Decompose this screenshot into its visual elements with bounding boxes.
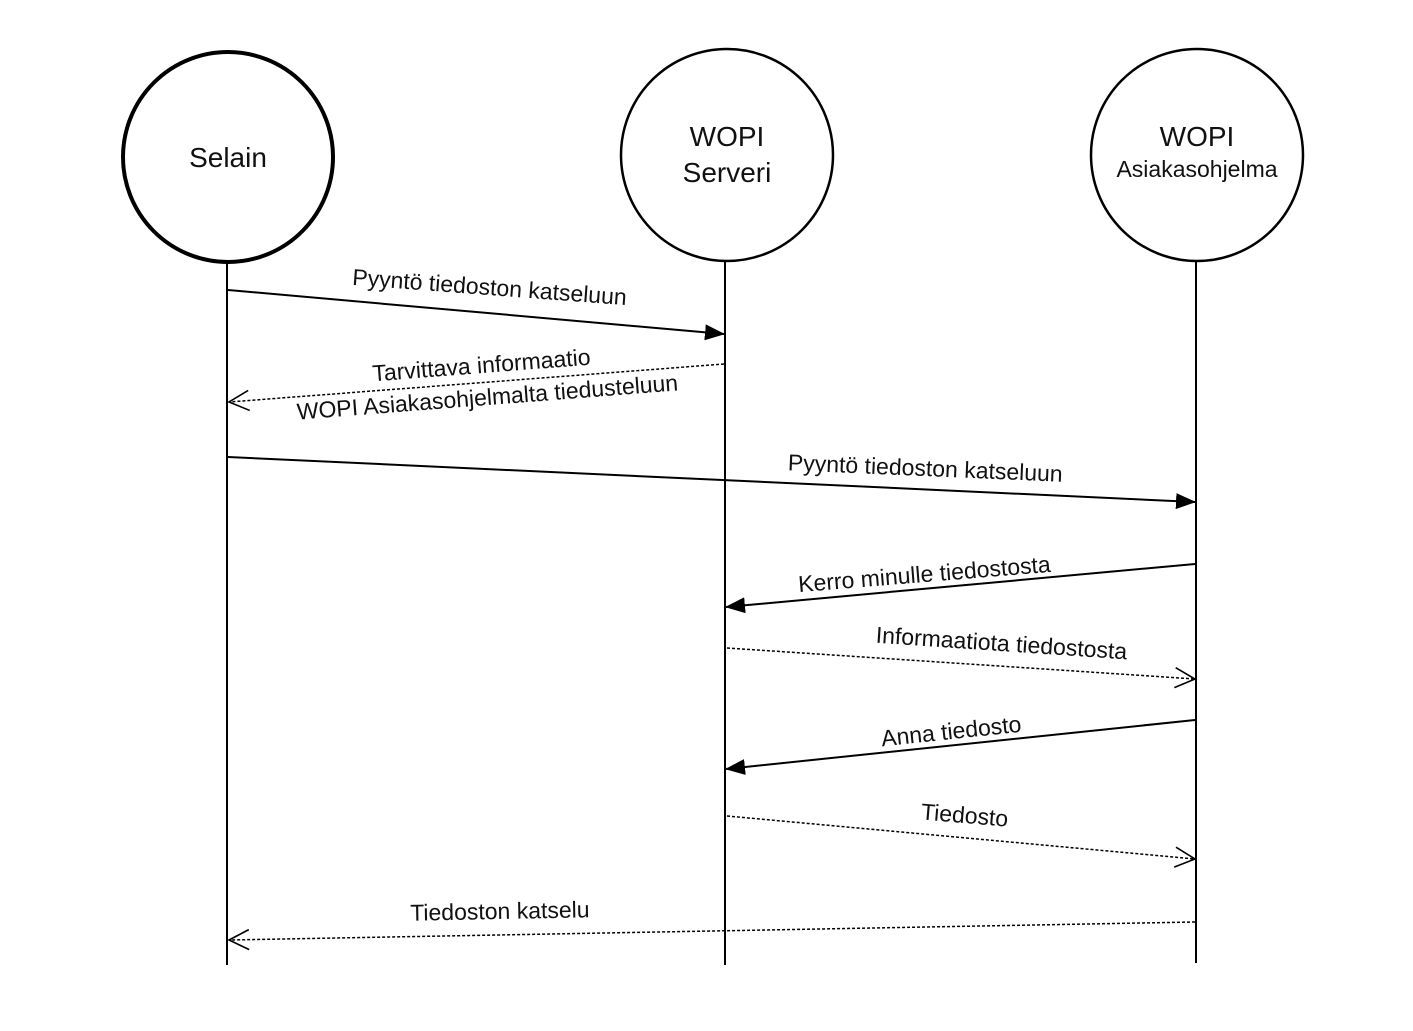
message-label-m3: Pyyntö tiedoston katseluun: [787, 449, 1063, 486]
message-arrow-m8: [227, 921, 1196, 951]
participant-circle-wopi-serveri: [619, 47, 835, 263]
participant-label-wopi-serveri-line1: WOPI: [690, 121, 765, 152]
message-label-m2-line2: WOPI Asiakasohjelmalta tiedusteluun: [296, 369, 679, 424]
message-m7: Tiedosto: [726, 798, 1197, 868]
message-m4: Kerro minulle tiedostosta: [725, 551, 1196, 614]
message-label-m8: Tiedoston katselu: [410, 896, 590, 925]
message-arrow-m5: [726, 647, 1197, 689]
participant-wopi-serveri: WOPI Serveri: [619, 47, 835, 965]
message-m8: Tiedoston katselu: [227, 896, 1196, 951]
participant-label-selain: Selain: [189, 142, 267, 173]
message-m5: Informaatiota tiedostosta: [726, 622, 1197, 689]
message-label-m1: Pyyntö tiedoston katseluun: [352, 264, 628, 310]
participant-label-wopi-serveri-line2: Serveri: [683, 157, 772, 188]
participant-wopi-asiakasohjelma: WOPI Asiakasohjelma: [1089, 47, 1305, 963]
message-arrow-m7: [726, 815, 1197, 868]
message-arrow-m3: [227, 456, 1196, 510]
message-label-m7: Tiedosto: [920, 798, 1009, 831]
message-label-m4: Kerro minulle tiedostosta: [797, 551, 1052, 597]
participant-label-wopi-asiakasohjelma-line2: Asiakasohjelma: [1116, 156, 1277, 182]
message-label-m5: Informaatiota tiedostosta: [875, 622, 1128, 665]
message-arrow-m1: [227, 289, 725, 341]
message-arrow-m4: [725, 563, 1196, 614]
message-m6: Anna tiedosto: [725, 711, 1196, 775]
message-m2: Tarvittava informaatio WOPI Asiakasohjel…: [227, 344, 725, 425]
participant-circle-selain: [121, 50, 335, 264]
participant-label-wopi-asiakasohjelma-line1: WOPI: [1160, 121, 1235, 152]
participant-selain: Selain: [121, 50, 335, 965]
message-arrow-m6: [725, 719, 1196, 775]
message-m1: Pyyntö tiedoston katseluun: [227, 264, 725, 341]
message-m3: Pyyntö tiedoston katseluun: [227, 449, 1196, 510]
message-arrow-m2: [227, 363, 725, 412]
participant-circle-wopi-asiakasohjelma: [1089, 47, 1305, 263]
